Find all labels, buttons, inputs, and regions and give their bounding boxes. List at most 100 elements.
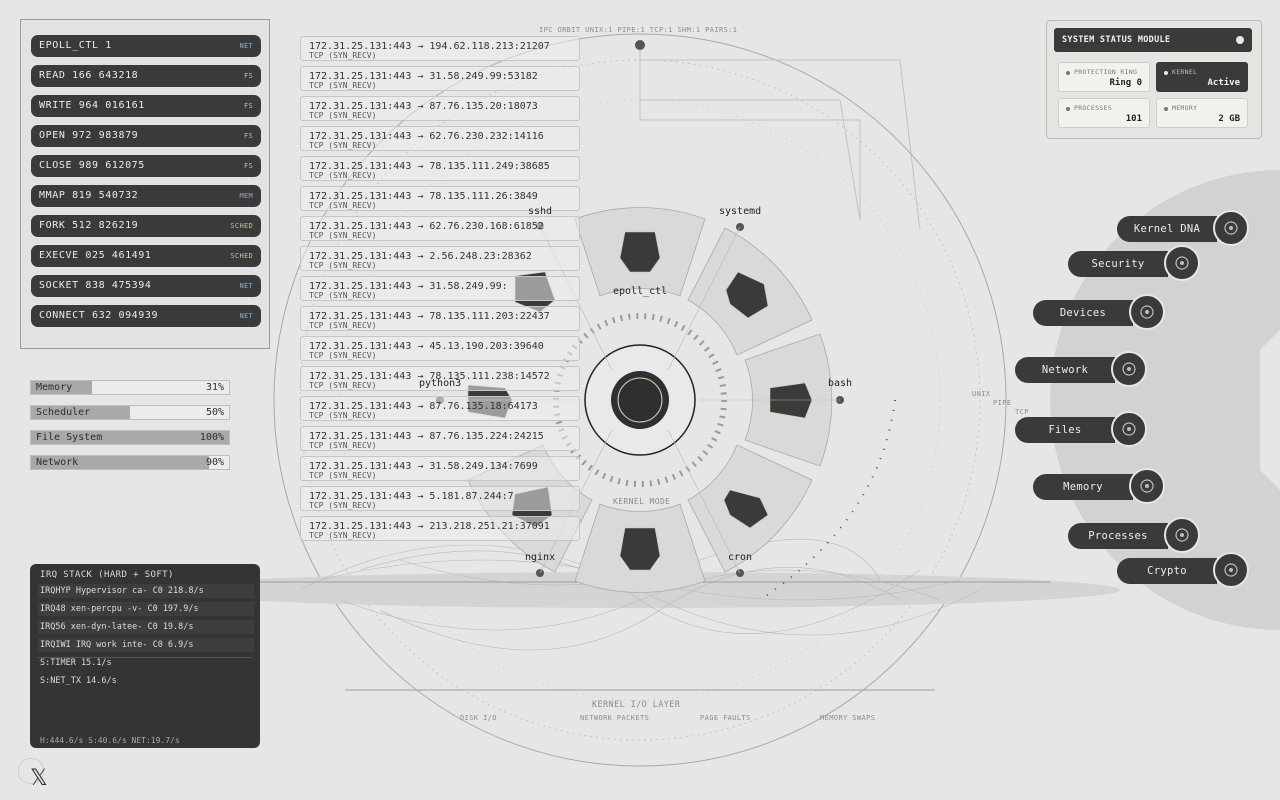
resource-bar-fill	[31, 381, 93, 394]
kernel-mode-label: KERNEL MODE	[613, 497, 671, 506]
protection-ring-card: PROTECTION RING Ring 0	[1058, 62, 1150, 92]
nav-memory-button[interactable]: Memory	[1033, 474, 1133, 500]
syscall-label: READ 166 643218	[39, 70, 139, 81]
connection-protocol: TCP (SYN_RECV)	[309, 81, 377, 90]
resource-value: 50%	[205, 407, 224, 418]
legend-page-faults: PAGE FAULTS	[700, 714, 751, 722]
connection-endpoints: 172.31.25.131:443 → 31.58.249.99:53182	[309, 71, 538, 82]
syscall-label: OPEN 972 983879	[39, 130, 139, 141]
nav-label: Security	[1091, 258, 1145, 270]
nav-label: Memory	[1063, 481, 1103, 493]
connection-endpoints: 172.31.25.131:443 → 87.76.135.20:18073	[309, 101, 538, 112]
connection-endpoints: 172.31.25.131:443 → 31.58.249.99:	[309, 281, 508, 292]
connection-row[interactable]: 172.31.25.131:443 → 78.135.111.238:14572…	[300, 366, 580, 391]
syscall-tag: NET	[239, 282, 253, 290]
nav-crypto-button[interactable]: Crypto	[1117, 558, 1217, 584]
connection-endpoints: 172.31.25.131:443 → 87.76.135.224:24215	[309, 431, 544, 442]
protection-ring-label: PROTECTION RING	[1074, 68, 1138, 76]
shield-icon[interactable]	[1164, 245, 1200, 281]
resource-label: Network	[36, 457, 79, 468]
connection-row[interactable]: 172.31.25.131:443 → 31.58.249.99:TCP (SY…	[300, 276, 580, 301]
memory-card: MEMORY 2 GB	[1156, 98, 1248, 128]
chip-icon[interactable]	[1129, 294, 1165, 330]
connection-protocol: TCP (SYN_RECV)	[309, 231, 377, 240]
nav-devices-button[interactable]: Devices	[1033, 300, 1133, 326]
connection-row[interactable]: 172.31.25.131:443 → 194.62.118.213:21207…	[300, 36, 580, 61]
ipc-label-pipe: PIPE	[993, 399, 1012, 407]
syscall-row[interactable]: SOCKET 838 475394 NET	[31, 275, 261, 297]
x-logo-icon[interactable]: 𝕏	[30, 766, 48, 791]
ipc-label-tcp: TCP	[1015, 408, 1029, 416]
connection-endpoints: 172.31.25.131:443 → 78.135.111.203:22437	[309, 311, 550, 322]
process-label-cron[interactable]: cron	[728, 552, 753, 563]
network-icon[interactable]	[1111, 351, 1147, 387]
connection-row[interactable]: 172.31.25.131:443 → 213.218.251.21:37091…	[300, 516, 580, 541]
nav-network-button[interactable]: Network	[1015, 357, 1115, 383]
resource-value: 100%	[199, 432, 224, 443]
process-label-python3[interactable]: python3	[419, 378, 462, 389]
syscall-label: SOCKET 838 475394	[39, 280, 152, 291]
nav-processes-button[interactable]: Processes	[1068, 523, 1168, 549]
process-label-epoll-ctl[interactable]: epoll_ctl	[613, 286, 668, 297]
syscall-tag: NET	[239, 42, 253, 50]
irq-title: IRQ STACK (HARD + SOFT)	[40, 570, 174, 580]
softirq-row: S:NET_TX 14.6/s	[40, 676, 117, 686]
legend-disk-io: DISK I/O	[460, 714, 497, 722]
memory-icon[interactable]	[1129, 468, 1165, 504]
connection-endpoints: 172.31.25.131:443 → 78.135.111.249:38685	[309, 161, 550, 172]
kernel-card: KERNEL Active	[1156, 62, 1248, 92]
connection-endpoints: 172.31.25.131:443 → 2.56.248.23:28362	[309, 251, 532, 262]
status-light-icon	[1236, 36, 1244, 44]
memory-label: MEMORY	[1172, 104, 1198, 112]
connection-row[interactable]: 172.31.25.131:443 → 78.135.111.249:38685…	[300, 156, 580, 181]
kernel-io-title: KERNEL I/O LAYER	[592, 700, 681, 710]
nav-files-button[interactable]: Files	[1015, 417, 1115, 443]
processes-icon[interactable]	[1164, 517, 1200, 553]
resource-bar: Network 90%	[30, 455, 230, 470]
legend-network-packets: NETWORK PACKETS	[580, 714, 650, 722]
nav-security-button[interactable]: Security	[1068, 251, 1168, 277]
syscall-tag: FS	[243, 162, 253, 170]
irq-stack-panel: IRQ STACK (HARD + SOFT) IRQHYP Hyperviso…	[30, 564, 260, 748]
connection-row[interactable]: 172.31.25.131:443 → 78.135.111.203:22437…	[300, 306, 580, 331]
crypto-icon[interactable]	[1213, 552, 1249, 588]
nav-kernel-dna-button[interactable]: Kernel DNA	[1117, 216, 1217, 242]
softirq-row: S:TIMER 15.1/s	[40, 658, 112, 668]
dna-icon[interactable]	[1213, 210, 1249, 246]
connection-endpoints: 172.31.25.131:443 → 78.135.111.26:3849	[309, 191, 538, 202]
irq-footer: H:444.6/s S:40.6/s NET:19.7/s	[40, 736, 180, 745]
process-label-sshd[interactable]: sshd	[528, 206, 553, 217]
process-label-systemd[interactable]: systemd	[719, 206, 762, 217]
process-label-bash[interactable]: bash	[828, 378, 853, 389]
syscall-label: MMAP 819 540732	[39, 190, 139, 201]
connection-endpoints: 172.31.25.131:443 → 45.13.190.203:39640	[309, 341, 544, 352]
resource-value: 90%	[205, 457, 224, 468]
process-label-nginx[interactable]: nginx	[525, 552, 556, 563]
files-icon[interactable]	[1111, 411, 1147, 447]
connection-protocol: TCP (SYN_RECV)	[309, 441, 377, 450]
connection-protocol: TCP (SYN_RECV)	[309, 261, 377, 270]
